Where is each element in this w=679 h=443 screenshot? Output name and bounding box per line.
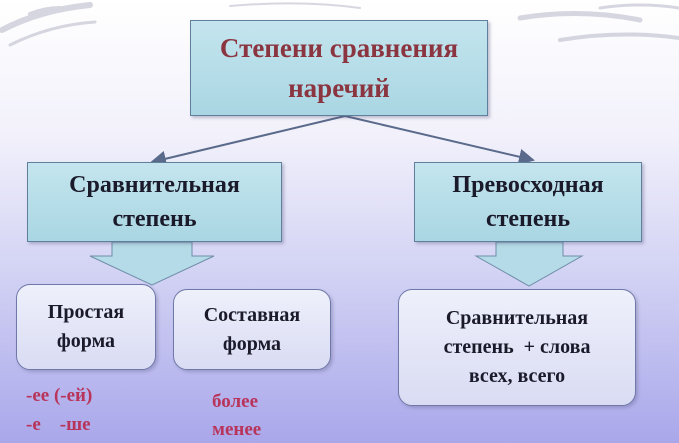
- superlative-desc-line1: Сравнительная: [445, 307, 589, 329]
- block-arrow-superlative: [474, 241, 584, 287]
- root-line2: наречий: [288, 73, 390, 103]
- suffix-line-2: -е -ше: [26, 414, 91, 435]
- superlative-desc-line3: всех, всего: [468, 365, 566, 387]
- superlative-line1: Превосходная: [452, 172, 604, 198]
- block-arrow-comparative: [89, 241, 215, 286]
- compound-form-line1: Составная: [203, 303, 301, 326]
- comparative-line2: степень: [112, 206, 197, 232]
- suffix-line-1: -ее (-ей): [26, 385, 93, 406]
- simple-form-line2: форма: [56, 330, 116, 352]
- root-box-degrees-of-comparison: Степени сравнения наречий: [190, 20, 488, 116]
- decorative-brush-strokes: [0, 2, 679, 47]
- superlative-degree-box: Превосходная степень: [414, 162, 642, 242]
- simple-form-line1: Простая: [47, 301, 125, 323]
- compound-word-less: менее: [212, 419, 262, 440]
- compound-form-box: Составная форма: [173, 289, 331, 370]
- superlative-description-box: Сравнительная степень + слова всех, всег…: [398, 289, 636, 406]
- simple-form-box: Простая форма: [16, 284, 156, 370]
- root-line1: Степени сравнения: [219, 33, 459, 63]
- superlative-line2: степень: [485, 206, 571, 232]
- comparative-line1: Сравнительная: [69, 172, 240, 198]
- superlative-desc-line2: степень + слова: [443, 336, 591, 358]
- compound-form-line2: форма: [222, 332, 282, 355]
- compound-word-more: более: [212, 391, 259, 412]
- arrow-to-superlative: [344, 115, 535, 165]
- arrow-to-comparative: [150, 115, 346, 167]
- comparative-degree-box: Сравнительная степень: [27, 162, 282, 242]
